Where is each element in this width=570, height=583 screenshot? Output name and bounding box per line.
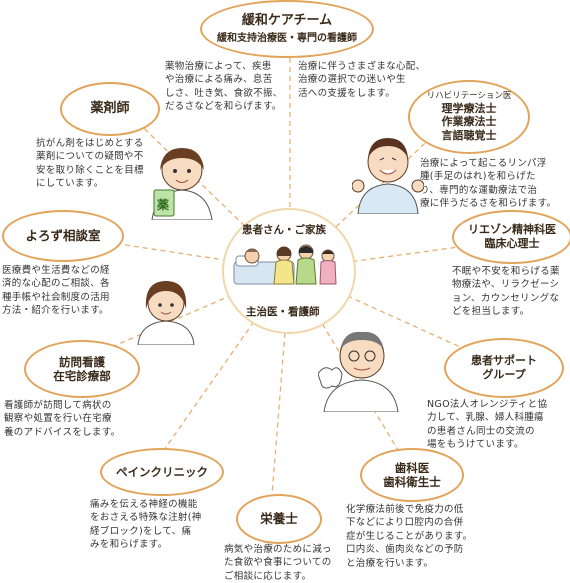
node-liaison-psychiatry: リエゾン精神科医 臨床心理士 bbox=[452, 210, 570, 264]
medicine-box-label: 薬 bbox=[157, 198, 170, 212]
node-pain-clinic: ペインクリニック bbox=[100, 448, 224, 496]
support-desc: NGO法人オレンジティと協力して、乳腺、婦人科腫瘍 の患者さん同士の交流の場をも… bbox=[427, 399, 548, 451]
dentist-illustration bbox=[318, 331, 399, 412]
dental-desc: 化学療法前後で免疫力の低下などにより口腔内の合併 症が生じることがあります。口内… bbox=[346, 504, 473, 569]
node-rehabilitation: リハビリテーション医 理学療法士 作業療法士 言語聴覚士 bbox=[408, 80, 530, 154]
home-care-desc: 看護師が訪問して病状の観察や処置を行い在宅療 養のアドバイスをします。 bbox=[4, 400, 121, 438]
counseling-desc: 医療費や生活費などの経済的な心配のご相談、各 種手帳や社会制度の活用方法・紹介を… bbox=[2, 265, 110, 317]
pharmacist-illustration bbox=[151, 148, 213, 220]
center-label-doctor-nurse: 主治医・看護師 bbox=[246, 306, 320, 318]
palliative-title: 緩和ケアチーム bbox=[241, 12, 333, 28]
therapist-illustration bbox=[352, 138, 424, 214]
psych-desc: 不眠や不安を和らげる薬物療法や、リラクゼーシ ョン、カウンセリングなどを担当しま… bbox=[452, 266, 560, 318]
pain-clinic-desc: 痛みを伝える神経の機能をおさえる特殊な注射(神 経ブロック)をして、痛みを和らげ… bbox=[90, 499, 202, 551]
palliative-subtitle: 緩和支持治療医・専門の看護師 bbox=[217, 32, 357, 44]
node-pharmacist: 薬剤師 bbox=[60, 82, 160, 136]
node-dental: 歯科医 歯科衛生士 bbox=[360, 448, 464, 502]
nutrition-desc: 病気や治療のために減った食欲や食事についての ご相談に応じます。 bbox=[224, 544, 332, 582]
rehab-desc: 治療によって起こるリンパ浮腫(手足のはれ)を和らげた り、専門的な運動療法で治療… bbox=[420, 158, 557, 210]
center-label-patients-family: 患者さん・ご家族 bbox=[242, 224, 326, 236]
node-home-care: 訪問看護 在宅診療部 bbox=[24, 340, 140, 398]
palliative-desc-right: 治療に伴うさまざまな心配、治療の選択での迷いや生 活への支援をします。 bbox=[298, 61, 426, 99]
node-counseling: よろず相談室 bbox=[2, 210, 124, 262]
node-palliative-care: 緩和ケアチーム 緩和支持治療医・専門の看護師 bbox=[200, 0, 374, 58]
node-nutritionist: 栄養士 bbox=[236, 494, 322, 544]
patient-family-illustration bbox=[233, 244, 337, 285]
counselor-illustration bbox=[137, 281, 195, 345]
node-patient-support-group: 患者サポート グループ bbox=[444, 338, 564, 398]
palliative-desc-left: 薬物治療によって、疾患や治療による痛み、息苦 しさ、吐き気、食欲不振、だるさなど… bbox=[165, 61, 283, 113]
pharmacist-desc: 抗がん剤をはじめとする薬剤についての疑問や不 安を取り除くことを目標にしています… bbox=[36, 138, 144, 190]
